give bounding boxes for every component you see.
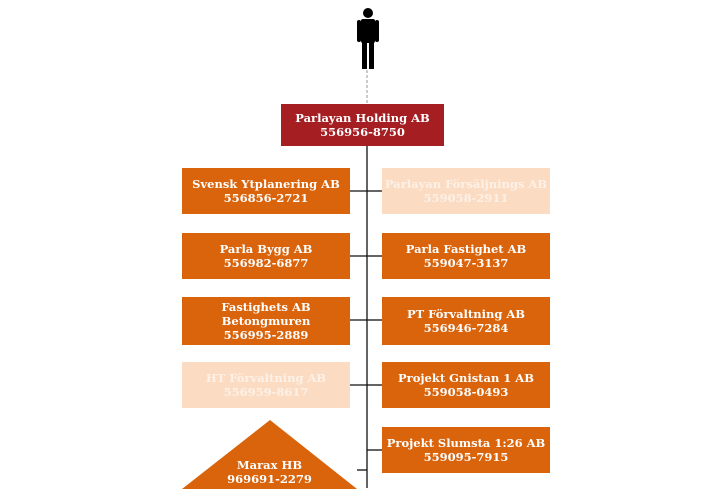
company-org-nr: 559095-7915 bbox=[423, 450, 509, 464]
subsidiary-projekt-slumsta[interactable]: Projekt Slumsta 1:26 AB 559095-7915 bbox=[382, 427, 550, 473]
company-name: Svensk Ytplanering AB bbox=[192, 177, 340, 191]
company-name: Projekt Gnistan 1 AB bbox=[398, 371, 534, 385]
company-org-nr: 559058-2911 bbox=[423, 191, 509, 205]
subsidiary-pt-forvaltning[interactable]: PT Förvaltning AB 556946-7284 bbox=[382, 297, 550, 345]
company-org-nr: 556995-2889 bbox=[223, 328, 309, 342]
company-org-nr: 556982-6877 bbox=[223, 256, 309, 270]
company-name: Parla Bygg AB bbox=[219, 242, 313, 256]
company-org-nr: 969691-2279 bbox=[227, 472, 312, 486]
company-name: Marax HB bbox=[236, 458, 303, 472]
company-name-line1: Fastighets AB bbox=[221, 300, 311, 314]
subsidiary-parla-bygg[interactable]: Parla Bygg AB 556982-6877 bbox=[182, 233, 350, 279]
company-name: Parla Fastighet AB bbox=[405, 242, 527, 256]
holding-name: Parlayan Holding AB bbox=[295, 111, 430, 125]
subsidiary-svensk-ytplanering[interactable]: Svensk Ytplanering AB 556856-2721 bbox=[182, 168, 350, 214]
company-name: HT Förvaltning AB bbox=[205, 371, 327, 385]
company-org-nr: 559047-3137 bbox=[423, 256, 509, 270]
company-name: PT Förvaltning AB bbox=[406, 307, 526, 321]
company-org-nr: 559058-0493 bbox=[423, 385, 509, 399]
subsidiary-fastighets-betongmuren[interactable]: Fastighets AB Betongmuren 556995-2889 bbox=[182, 297, 350, 345]
company-org-nr: 556946-7284 bbox=[423, 321, 509, 335]
holding-box[interactable]: Parlayan Holding AB 556956-8750 bbox=[281, 104, 444, 146]
company-org-nr: 556856-2721 bbox=[223, 191, 309, 205]
company-org-nr: 556959-8617 bbox=[223, 385, 309, 399]
company-name-line2: Betongmuren bbox=[221, 314, 311, 328]
subsidiary-ht-forvaltning[interactable]: HT Förvaltning AB 556959-8617 bbox=[182, 362, 350, 408]
person-icon bbox=[357, 8, 379, 69]
subsidiary-parla-fastighet[interactable]: Parla Fastighet AB 559047-3137 bbox=[382, 233, 550, 279]
subsidiary-projekt-gnistan[interactable]: Projekt Gnistan 1 AB 559058-0493 bbox=[382, 362, 550, 408]
subsidiary-parlayan-forsaljnings[interactable]: Parlayan Försäljnings AB 559058-2911 bbox=[382, 168, 550, 214]
company-name: Projekt Slumsta 1:26 AB bbox=[386, 436, 546, 450]
partnership-marax[interactable]: Marax HB 969691-2279 bbox=[182, 458, 357, 486]
marax-triangle bbox=[182, 420, 357, 489]
company-name: Parlayan Försäljnings AB bbox=[384, 177, 548, 191]
holding-org-nr: 556956-8750 bbox=[320, 125, 405, 139]
